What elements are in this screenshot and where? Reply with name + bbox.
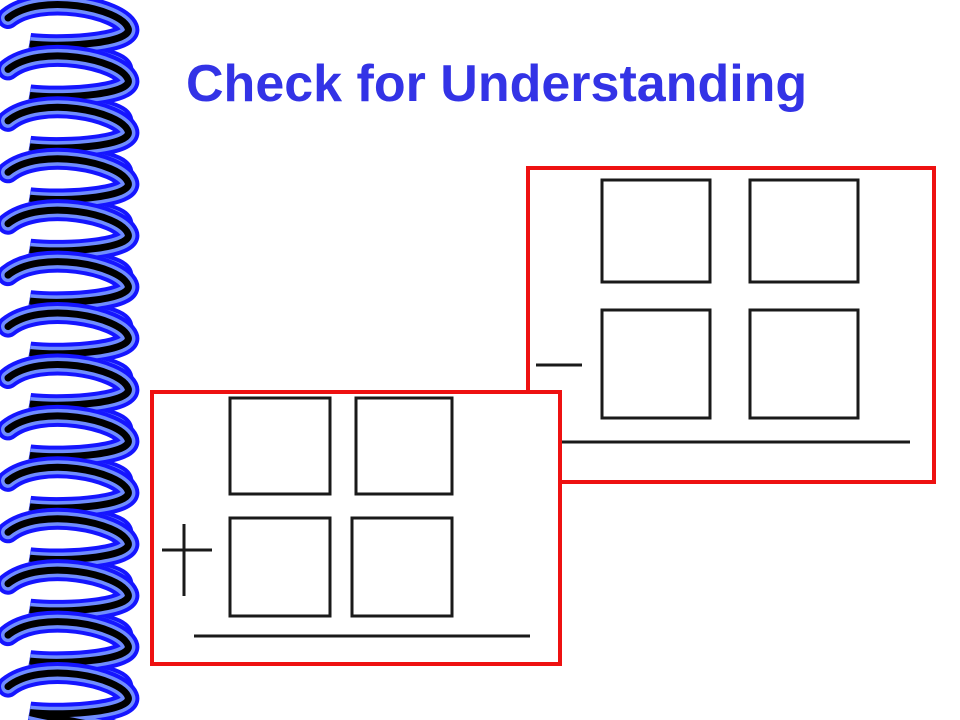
- digit-box: [354, 396, 454, 496]
- plus-sign: [162, 524, 212, 596]
- spiral-coil-loop: [0, 662, 140, 720]
- digit-box: [748, 308, 860, 420]
- digit-box: [600, 308, 712, 420]
- slide-title: Check for Understanding: [186, 55, 808, 113]
- addition-worksheet-card: [150, 390, 562, 666]
- subtraction-problem: [536, 178, 910, 444]
- digit-box: [350, 516, 454, 618]
- digit-box: [748, 178, 860, 284]
- digit-box: [600, 178, 712, 284]
- digit-box: [228, 396, 332, 496]
- spiral-binding: [0, 0, 140, 720]
- subtraction-worksheet-card: [526, 166, 936, 484]
- digit-box: [228, 516, 332, 618]
- addition-problem: [162, 396, 530, 638]
